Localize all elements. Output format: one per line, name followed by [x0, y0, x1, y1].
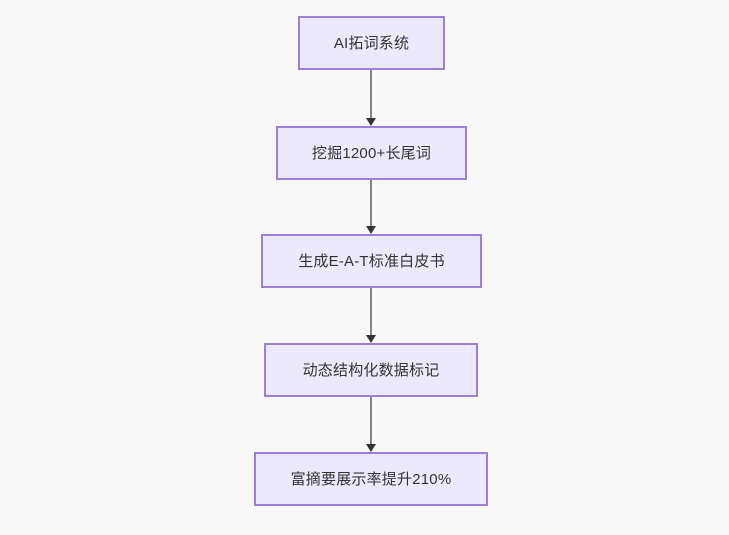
- arrowhead-down-icon: [366, 118, 376, 126]
- flow-node-label: 生成E-A-T标准白皮书: [298, 252, 445, 270]
- arrowhead-down-icon: [366, 226, 376, 234]
- flow-node-n4[interactable]: 动态结构化数据标记: [264, 343, 478, 397]
- flow-node-label: 动态结构化数据标记: [302, 361, 440, 379]
- flow-edge-n4-to-n5: [363, 397, 379, 452]
- flow-edge-n1-to-n2: [363, 70, 379, 126]
- edge-line-icon: [370, 180, 372, 226]
- edge-line-icon: [370, 288, 372, 335]
- edge-line-icon: [370, 70, 372, 118]
- flow-edge-n3-to-n4: [363, 288, 379, 343]
- arrowhead-down-icon: [366, 444, 376, 452]
- arrowhead-down-icon: [366, 335, 376, 343]
- flow-node-n3[interactable]: 生成E-A-T标准白皮书: [261, 234, 482, 288]
- edge-line-icon: [370, 397, 372, 444]
- flow-node-n5[interactable]: 富摘要展示率提升210%: [254, 452, 488, 506]
- flow-edge-n2-to-n3: [363, 180, 379, 234]
- flow-node-n2[interactable]: 挖掘1200+长尾词: [276, 126, 467, 180]
- flow-node-n1[interactable]: AI拓词系统: [298, 16, 445, 70]
- flow-node-label: AI拓词系统: [333, 34, 410, 52]
- flow-node-label: 富摘要展示率提升210%: [290, 470, 452, 488]
- flow-node-label: 挖掘1200+长尾词: [311, 144, 432, 162]
